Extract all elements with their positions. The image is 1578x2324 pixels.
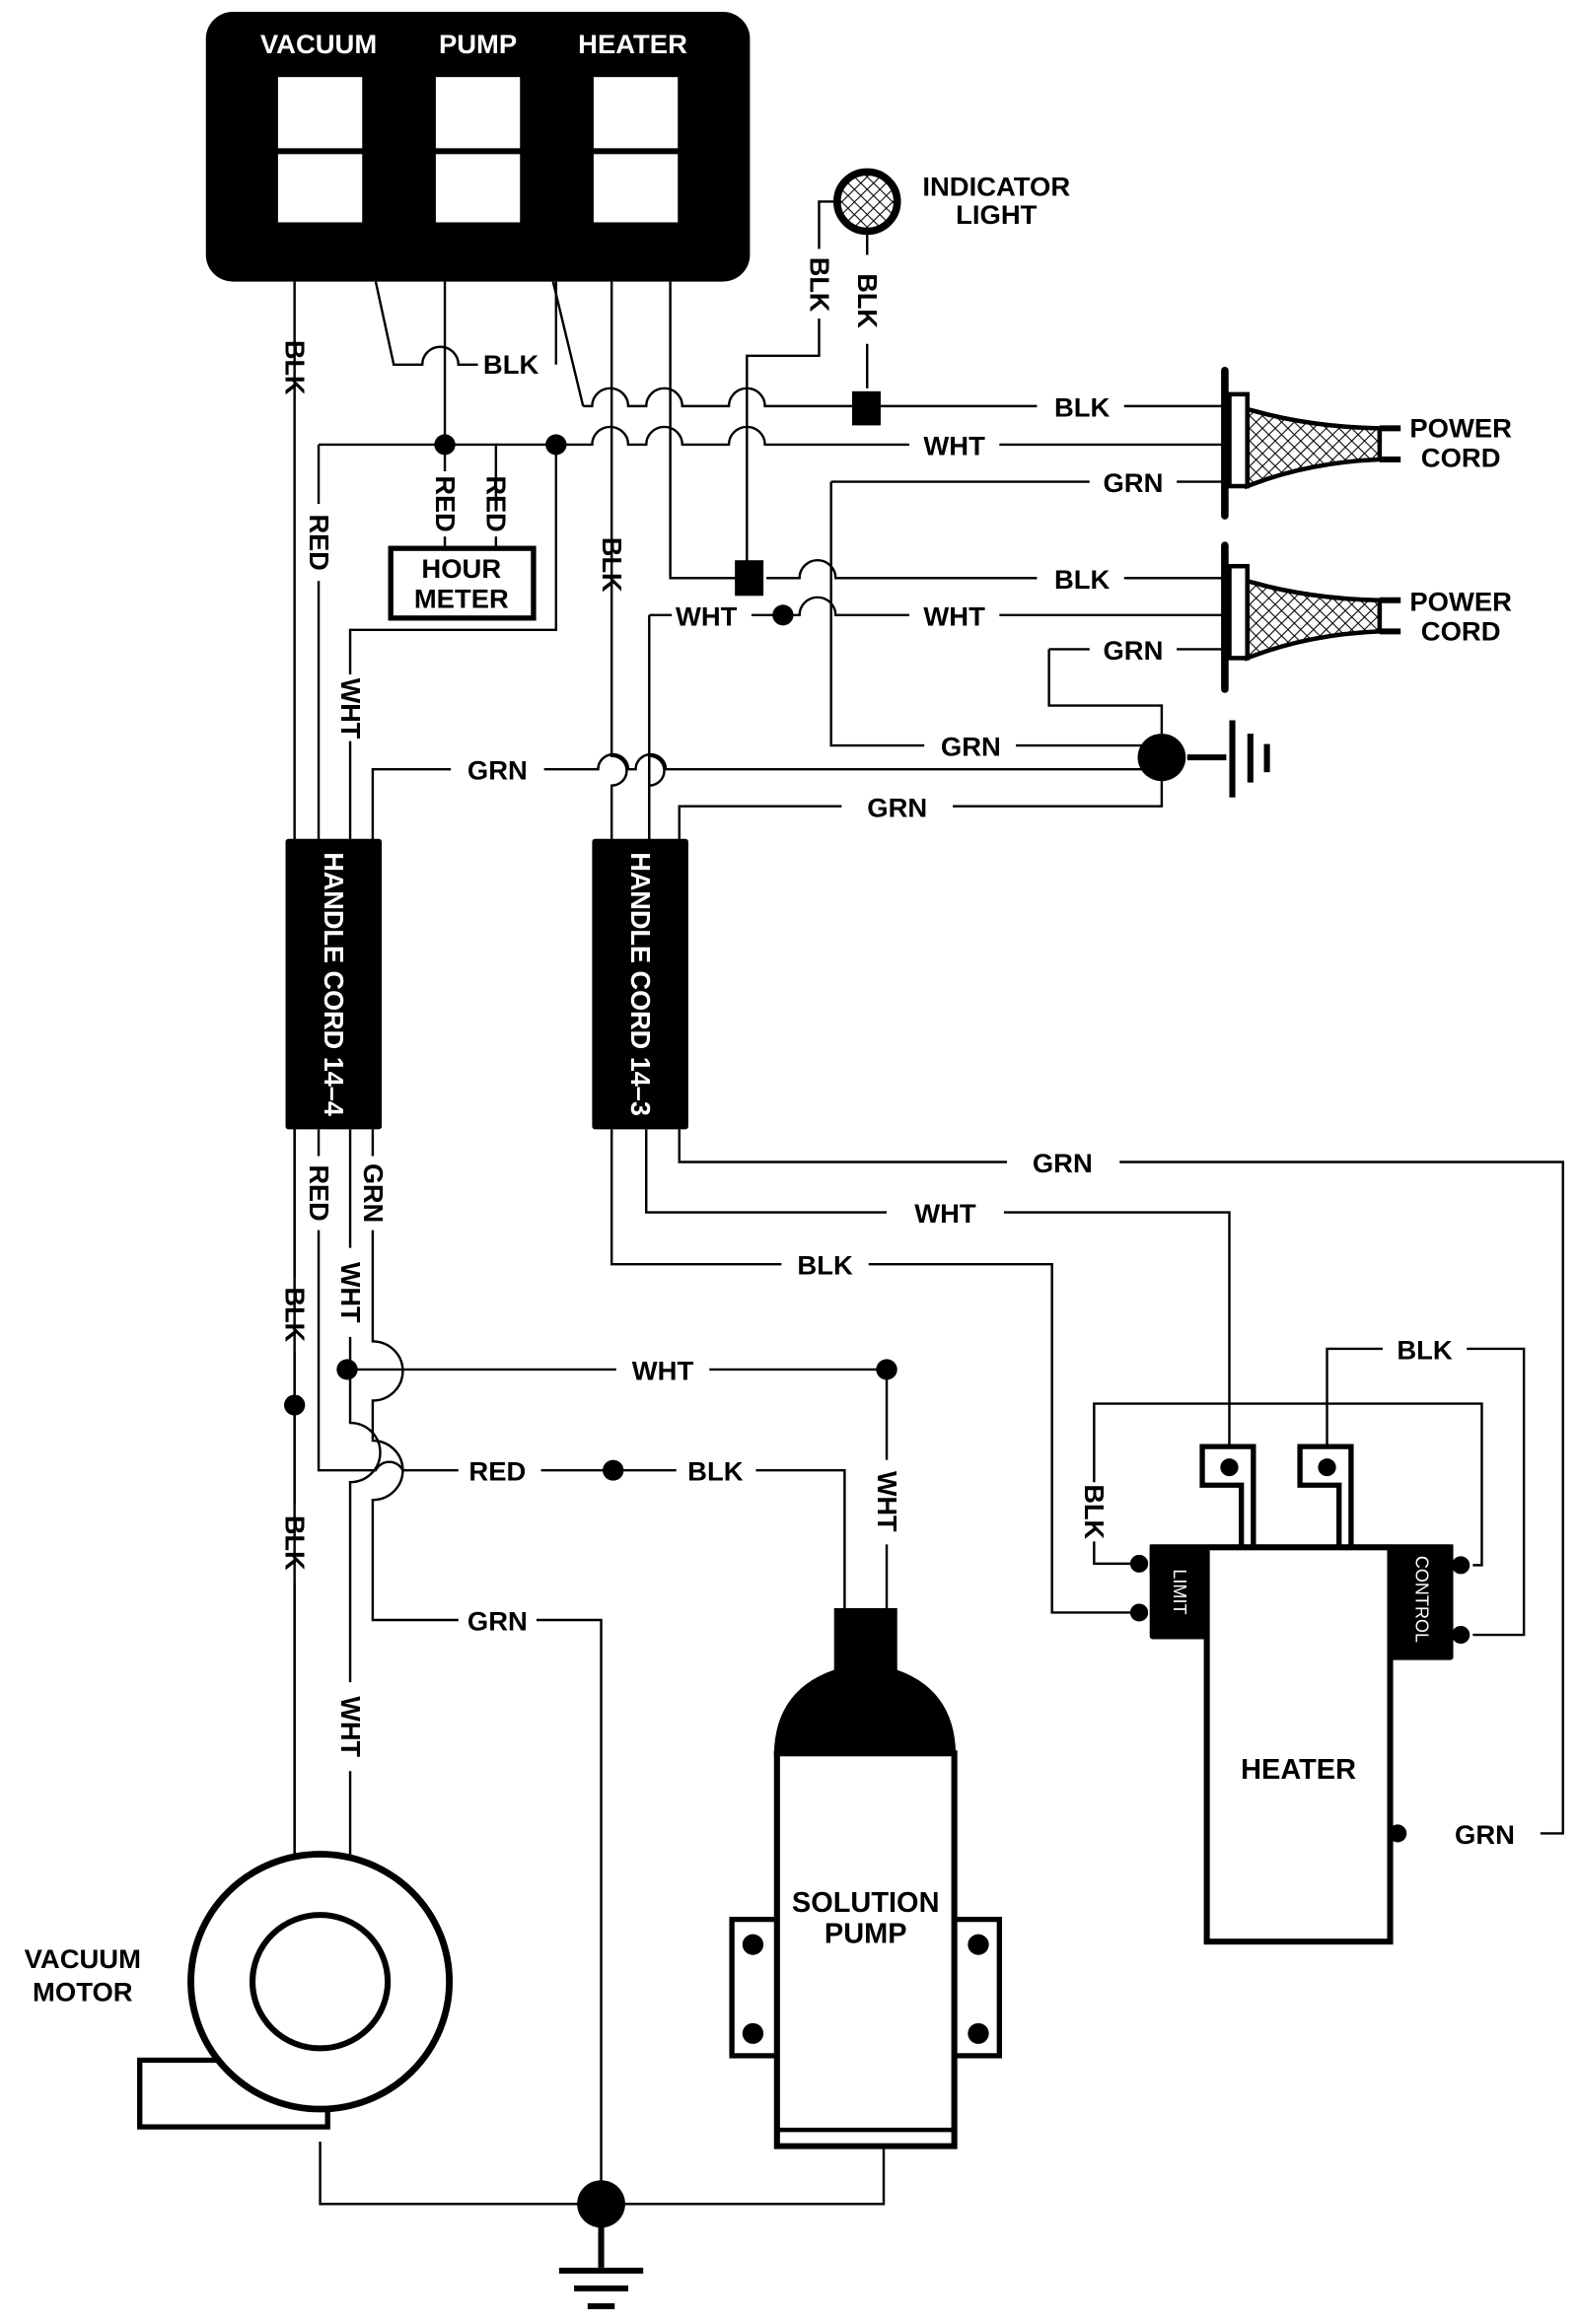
solution-pump-label-1: SOLUTION: [792, 1887, 940, 1919]
wire-label-handle-b-grn-top: GRN: [867, 792, 927, 822]
wire-labels: BLK BLK BLK BLK RED RED RED BLK WHT RED …: [279, 257, 1515, 1850]
wire-label-cord1-blk: BLK: [1054, 392, 1111, 423]
wire-label-handle-a-grn-top: GRN: [467, 755, 528, 786]
handle-cord-14-3: HANDLE CORD 14–3: [592, 838, 688, 1130]
solution-pump-label-2: PUMP: [825, 1919, 907, 1950]
wire-label-ground-grn: GRN: [941, 732, 1001, 762]
heater-control-label: CONTROL: [1411, 1556, 1431, 1643]
hour-meter-label-1: HOUR: [421, 553, 501, 584]
handle-cord-14-4: HANDLE CORD 14–4: [285, 838, 383, 1130]
wire-label-heater-blk-left: BLK: [1079, 1484, 1110, 1539]
wire-label-light-left-blk: BLK: [804, 257, 834, 313]
wire-label-cord1-grn: GRN: [1103, 467, 1163, 498]
wire-label-ha-red: RED: [304, 1165, 334, 1222]
wire-label-pump-red: RED: [468, 1456, 526, 1487]
wire-label-vac-blk: BLK: [279, 340, 310, 395]
wire-label-motor-wht: WHT: [335, 1696, 366, 1757]
wire-label-hb-grn: GRN: [1033, 1148, 1093, 1178]
wire-label-hb-wht: WHT: [914, 1198, 976, 1229]
wire-label-ha-grn: GRN: [358, 1163, 389, 1223]
wire-label-meter-red-1: RED: [430, 476, 461, 532]
wire-label-ha-blk: BLK: [279, 1288, 310, 1343]
vacuum-motor: VACUUM MOTOR: [25, 1851, 454, 2130]
wire-label-jumper-blk: BLK: [483, 349, 539, 380]
power-cord-1: POWER CORD: [1221, 367, 1512, 520]
wire-label-heater-grn: GRN: [1455, 1819, 1515, 1850]
power-cord-1-label-2: CORD: [1421, 443, 1501, 473]
vacuum-motor-label-1: VACUUM: [25, 1943, 141, 1974]
wire-label-left-red: RED: [304, 515, 334, 571]
solution-pump: SOLUTION PUMP: [729, 1607, 1002, 2149]
power-cord-2-label-2: CORD: [1421, 616, 1501, 647]
wire-label-light-right-blk: BLK: [852, 273, 883, 328]
wire-label-pump-wht-h: WHT: [632, 1356, 694, 1386]
wire-label-pump-wht-v: WHT: [872, 1471, 902, 1532]
power-cord-1-label-1: POWER: [1409, 413, 1512, 444]
indicator-light-label-2: LIGHT: [956, 199, 1038, 230]
handle-cord-14-4-label: HANDLE CORD 14–4: [319, 852, 349, 1116]
wire-label-ha-blk-2: BLK: [279, 1515, 310, 1571]
hour-meter-label-2: METER: [414, 583, 509, 613]
wire-label-meter-red-2: RED: [481, 476, 512, 532]
handle-cord-14-3-label: HANDLE CORD 14–3: [625, 852, 656, 1116]
vacuum-switch-label: VACUUM: [260, 29, 377, 59]
wire-label-heater-blk-top: BLK: [1397, 1335, 1453, 1366]
heater: LIMIT CONTROL HEATER: [1129, 1444, 1470, 1945]
indicator-light-label-1: INDICATOR: [922, 172, 1070, 202]
wire-label-cord1-wht: WHT: [923, 431, 985, 461]
power-cord-2-label-1: POWER: [1409, 586, 1512, 616]
wire-label-ha-wht: WHT: [335, 1262, 366, 1323]
heater-limit-label: LIMIT: [1170, 1569, 1189, 1614]
vacuum-motor-label-2: MOTOR: [33, 1976, 133, 2007]
pump-switch[interactable]: [435, 77, 521, 223]
indicator-light: INDICATOR LIGHT: [832, 168, 1071, 236]
wire-label-pump-blk: BLK: [687, 1456, 744, 1487]
junction-dots: [284, 390, 1186, 2228]
wire-label-hb-blk: BLK: [797, 1250, 853, 1281]
wire-label-ha-grn-low: GRN: [467, 1606, 528, 1637]
wire-label-cord2-blk: BLK: [1054, 564, 1111, 595]
wire-label-junction-wht: WHT: [676, 601, 738, 632]
heater-switch[interactable]: [593, 77, 679, 223]
wire-label-left-wht: WHT: [335, 678, 366, 739]
heater-label: HEATER: [1241, 1754, 1356, 1786]
wire-label-heater-sw-blk: BLK: [597, 537, 627, 593]
switch-panel: VACUUM PUMP HEATER: [205, 12, 751, 282]
wire-label-cord2-grn: GRN: [1103, 635, 1163, 666]
pump-switch-label: PUMP: [439, 29, 517, 59]
hour-meter: HOUR METER: [388, 545, 537, 621]
power-cord-2: POWER CORD: [1221, 541, 1512, 693]
wire-label-cord2-wht: WHT: [923, 601, 985, 632]
vacuum-switch[interactable]: [277, 77, 363, 223]
heater-switch-label: HEATER: [578, 29, 687, 59]
